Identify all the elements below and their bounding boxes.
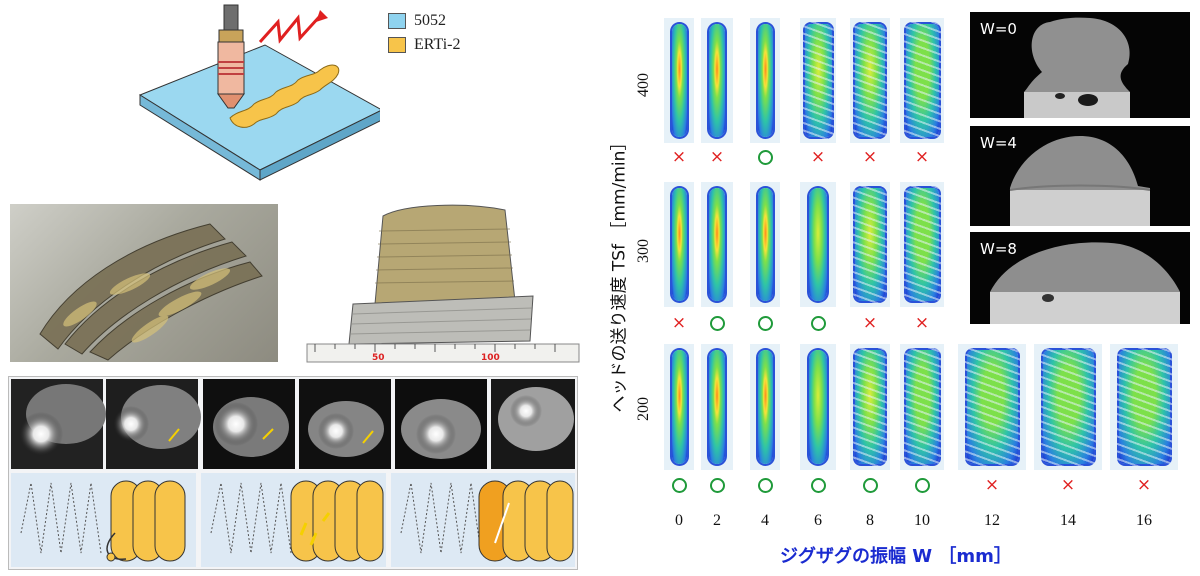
cross-section-label-w0: W=0 xyxy=(980,20,1017,38)
thermal-map-200-w6 xyxy=(800,344,836,470)
x-value-0: 0 xyxy=(675,512,683,529)
thermal-map-400-w10 xyxy=(900,18,944,143)
ruler-mark-50: 50 xyxy=(372,353,385,363)
result-ng-300-w10: × xyxy=(914,313,930,333)
thermal-map-300-w4 xyxy=(750,182,780,307)
result-ok-200-w6 xyxy=(811,478,826,493)
x-value-8: 8 xyxy=(866,512,874,529)
result-ng-300-w8: × xyxy=(862,313,878,333)
result-ng-400-w10: × xyxy=(914,147,930,167)
thermal-map-300-w0 xyxy=(664,182,694,307)
result-ng-400-w8: × xyxy=(862,147,878,167)
high-speed-frames xyxy=(8,376,578,570)
result-ok-200-w0 xyxy=(672,478,687,493)
cross-section-w4: W=4 xyxy=(970,126,1190,226)
thermal-map-400-w6 xyxy=(800,18,836,143)
legend-item-erti2: ERTi-2 xyxy=(388,36,460,54)
thermal-map-400-w0 xyxy=(664,18,694,143)
y-axis-label: ヘッドの送り速度 TSf ［mm/min］ xyxy=(609,133,630,413)
result-ng-200-w12: × xyxy=(984,475,1000,495)
x-value-16: 16 xyxy=(1136,512,1152,529)
thermal-map-200-w14 xyxy=(1034,344,1102,470)
result-ok-200-w8 xyxy=(863,478,878,493)
thermal-map-300-w6 xyxy=(800,182,836,307)
legend-swatch-erti2 xyxy=(388,37,406,53)
result-ng-200-w14: × xyxy=(1060,475,1076,495)
thermal-map-400-w8 xyxy=(850,18,890,143)
deposition-schematic xyxy=(138,4,380,181)
x-value-10: 10 xyxy=(914,512,930,529)
cross-section-w8: W=8 xyxy=(970,232,1190,324)
thermal-map-300-w2 xyxy=(701,182,733,307)
weld-beads-photo xyxy=(10,204,278,362)
legend-item-5052: 5052 xyxy=(388,12,446,30)
result-ok-300-w4 xyxy=(758,316,773,331)
thermal-map-200-w2 xyxy=(701,344,733,470)
x-value-4: 4 xyxy=(761,512,769,529)
result-ok-300-w2 xyxy=(710,316,725,331)
x-axis-label: ジグザグの振幅 W ［mm］ xyxy=(780,546,1012,567)
deposited-block-photo: 50 100 xyxy=(305,196,580,366)
result-ok-300-w6 xyxy=(811,316,826,331)
thermal-map-200-w0 xyxy=(664,344,694,470)
legend-label-erti2: ERTi-2 xyxy=(414,36,461,53)
row-label-200: 200 xyxy=(635,397,652,421)
row-label-300: 300 xyxy=(635,239,652,263)
thermal-map-200-w12 xyxy=(958,344,1026,470)
thermal-map-300-w10 xyxy=(900,182,944,307)
result-ng-300-w0: × xyxy=(671,313,687,333)
thermal-map-200-w4 xyxy=(750,344,780,470)
result-ng-400-w6: × xyxy=(810,147,826,167)
result-ng-400-w2: × xyxy=(709,147,725,167)
cross-section-label-w4: W=4 xyxy=(980,134,1017,152)
x-value-6: 6 xyxy=(814,512,822,529)
legend-swatch-5052 xyxy=(388,13,406,29)
cross-section-label-w8: W=8 xyxy=(980,240,1017,258)
result-ok-400-w4 xyxy=(758,150,773,165)
result-ok-200-w10 xyxy=(915,478,930,493)
legend-label-5052: 5052 xyxy=(414,12,446,29)
x-value-2: 2 xyxy=(713,512,721,529)
thermal-map-300-w8 xyxy=(850,182,890,307)
thermal-map-400-w2 xyxy=(701,18,733,143)
result-ng-400-w0: × xyxy=(671,147,687,167)
thermal-map-400-w4 xyxy=(750,18,780,143)
thermal-map-200-w16 xyxy=(1110,344,1178,470)
ruler-mark-100: 100 xyxy=(481,353,500,363)
result-ng-200-w16: × xyxy=(1136,475,1152,495)
row-label-400: 400 xyxy=(635,73,652,97)
thermal-map-200-w10 xyxy=(900,344,944,470)
result-ok-200-w2 xyxy=(710,478,725,493)
x-value-14: 14 xyxy=(1060,512,1076,529)
cross-section-w0: W=0 xyxy=(970,12,1190,118)
x-value-12: 12 xyxy=(984,512,1000,529)
thermal-map-200-w8 xyxy=(850,344,890,470)
result-ok-200-w4 xyxy=(758,478,773,493)
